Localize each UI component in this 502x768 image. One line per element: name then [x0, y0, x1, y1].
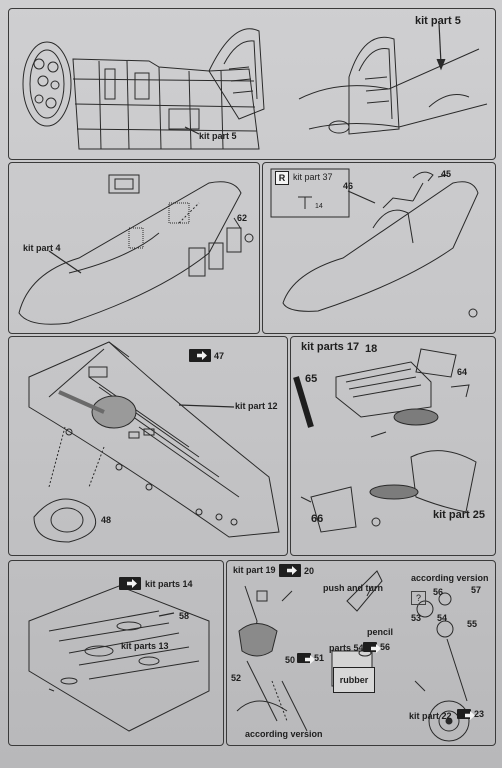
- label-kit-parts-17: kit parts 17: [301, 341, 360, 353]
- panel-fuselage-right: R kit part 37 14 46 45: [262, 162, 496, 334]
- label-part-57: 57: [471, 585, 482, 595]
- label-kit-part-5-left: kit part 5: [199, 131, 237, 141]
- label-parts-54: parts 54: [329, 643, 364, 653]
- label-according-version-top: according version: [411, 573, 489, 583]
- label-kit-parts-14: kit parts 14: [145, 579, 193, 589]
- photo-etch-arrow-icon: [297, 653, 311, 663]
- photo-etch-icon-14: [119, 577, 141, 590]
- photo-etch-icon-47: 47: [189, 349, 224, 362]
- panel-wing-drawing: [28, 341, 280, 543]
- label-part-62: 62: [237, 213, 248, 223]
- label-kit-part-12: kit part 12: [235, 401, 278, 411]
- label-kit-part-4: kit part 4: [23, 243, 61, 253]
- label-part-55: 55: [467, 619, 478, 629]
- label-part-53: 53: [411, 613, 422, 623]
- label-part-52: 52: [231, 673, 242, 683]
- label-part-58: 58: [179, 611, 190, 621]
- label-ref-14: 14: [315, 203, 323, 210]
- label-kit-part-22: kit part 22: [409, 711, 452, 721]
- label-kit-part-25: kit part 25: [433, 509, 485, 521]
- label-part-56: 56: [433, 587, 444, 597]
- photo-etch-arrow-icon: [363, 642, 377, 652]
- panel-radiator: kit parts 17 18 64 65 66 kit part 25: [290, 336, 496, 556]
- label-kit-part-5-right: kit part 5: [415, 15, 461, 27]
- photo-etch-icon-51: 51: [297, 653, 324, 663]
- label-according-version-bottom: according version: [245, 729, 323, 739]
- panel-fuselage-right-drawing: [270, 168, 479, 318]
- panel-radiator-drawing: [293, 348, 477, 533]
- panel-cockpit-drawing: [22, 22, 488, 150]
- photo-etch-arrow-icon: [119, 577, 141, 590]
- panel-landing-gear: kit part 19 20 push and turn pencil part…: [226, 560, 496, 746]
- label-kit-part-37: kit part 37: [293, 172, 333, 182]
- label-part-46: 46: [343, 181, 354, 191]
- photo-etch-arrow-icon: [457, 709, 471, 719]
- photo-etch-icon-20: 20: [279, 564, 314, 577]
- photo-etch-arrow-icon: [189, 349, 211, 362]
- question-box-icon: ?: [411, 591, 426, 605]
- label-part-48: 48: [101, 515, 112, 525]
- label-part-66: 66: [311, 513, 324, 525]
- rubber-block: rubber: [333, 667, 375, 693]
- label-part-45: 45: [441, 169, 452, 179]
- photo-etch-arrow-icon: [279, 564, 301, 577]
- label-part-50: 50: [285, 655, 296, 665]
- label-part-18: 18: [365, 343, 378, 355]
- label-kit-parts-13: kit parts 13: [121, 641, 169, 651]
- label-part-64: 64: [457, 367, 468, 377]
- panel-cockpit-sidewall: kit part 5 kit part 5: [8, 8, 496, 160]
- panel-wing-lower: kit parts 14 58 kit parts 13: [8, 560, 224, 746]
- label-part-54: 54: [437, 613, 448, 623]
- panel-fuselage-left: kit part 4 62: [8, 162, 260, 334]
- photo-etch-icon-56: 56: [363, 642, 390, 652]
- label-pencil: pencil: [367, 627, 394, 637]
- label-kit-part-19: kit part 19: [233, 565, 276, 575]
- label-part-65: 65: [305, 373, 318, 385]
- panel-fuselage-drawing: [18, 174, 254, 325]
- resin-r-icon: R: [275, 171, 289, 185]
- label-push-and-turn: push and turn: [323, 583, 383, 593]
- panel-wing-interior: 47 kit part 12 48: [8, 336, 288, 556]
- photo-etch-icon-23: 23: [457, 709, 484, 719]
